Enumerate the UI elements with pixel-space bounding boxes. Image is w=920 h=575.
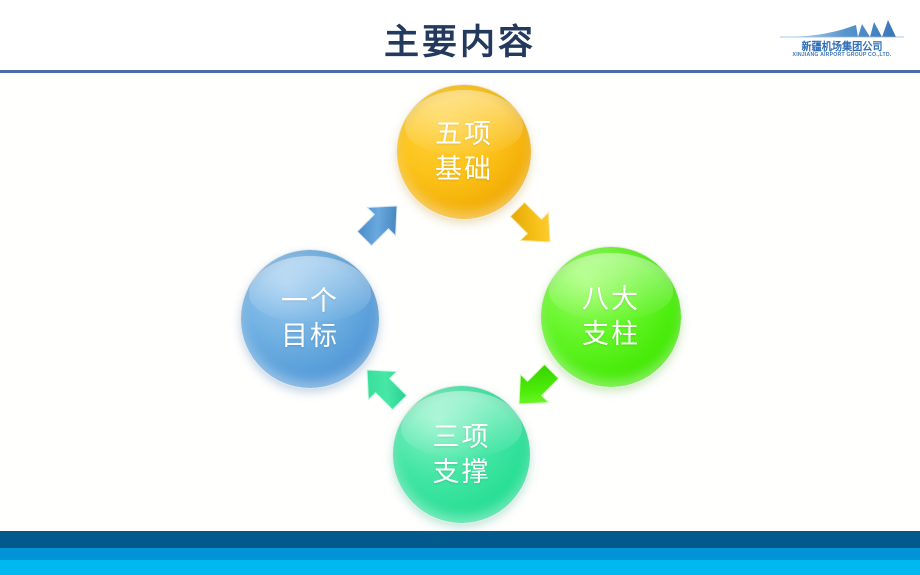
cycle-node-left[interactable]: 一个 目标: [241, 250, 379, 388]
page-title: 主要内容: [383, 23, 536, 62]
cycle-node-top[interactable]: 五项 基础: [397, 85, 531, 219]
cycle-node-right-line2: 支柱: [582, 319, 640, 349]
footer-band-medium: [0, 548, 920, 560]
logo-chinese-name: 新疆机场集团公司: [801, 41, 883, 53]
cycle-node-top-line1: 五项: [435, 119, 493, 150]
cycle-diagram: 五项 基础 八大 支柱 三项 支撑 一个 目标: [0, 71, 920, 531]
cycle-node-left-line1: 一个: [281, 286, 339, 317]
arrow-up-right-icon: [356, 205, 398, 247]
cycle-node-top-line2: 基础: [435, 154, 493, 184]
footer-band-bright: [0, 560, 920, 575]
xinjiang-airport-swoosh-mark: [780, 20, 904, 38]
arrow-up-left-icon: [366, 369, 408, 411]
arrow-down-left-icon: [518, 363, 560, 405]
cycle-node-bottom-line2: 支撑: [432, 456, 491, 487]
slide-header: 主要内容 新疆机场集团公司 XINJIANG AIRPORT GROUP CO.…: [0, 0, 920, 73]
cycle-node-right[interactable]: 八大 支柱: [541, 247, 681, 387]
logo-english-name: XINJIANG AIRPORT GROUP CO.,LTD.: [792, 52, 892, 58]
cycle-node-right-line1: 八大: [582, 284, 640, 315]
cycle-node-bottom-line1: 三项: [432, 421, 491, 452]
cycle-node-left-line2: 目标: [281, 321, 339, 351]
arrow-down-right-icon: [509, 201, 551, 243]
header-divider: [0, 70, 920, 73]
footer-band-dark: [0, 531, 920, 548]
company-logo: 新疆机场集团公司 XINJIANG AIRPORT GROUP CO.,LTD.: [778, 18, 906, 64]
cycle-node-bottom[interactable]: 三项 支撑: [393, 386, 530, 523]
slide-footer: [0, 531, 920, 575]
